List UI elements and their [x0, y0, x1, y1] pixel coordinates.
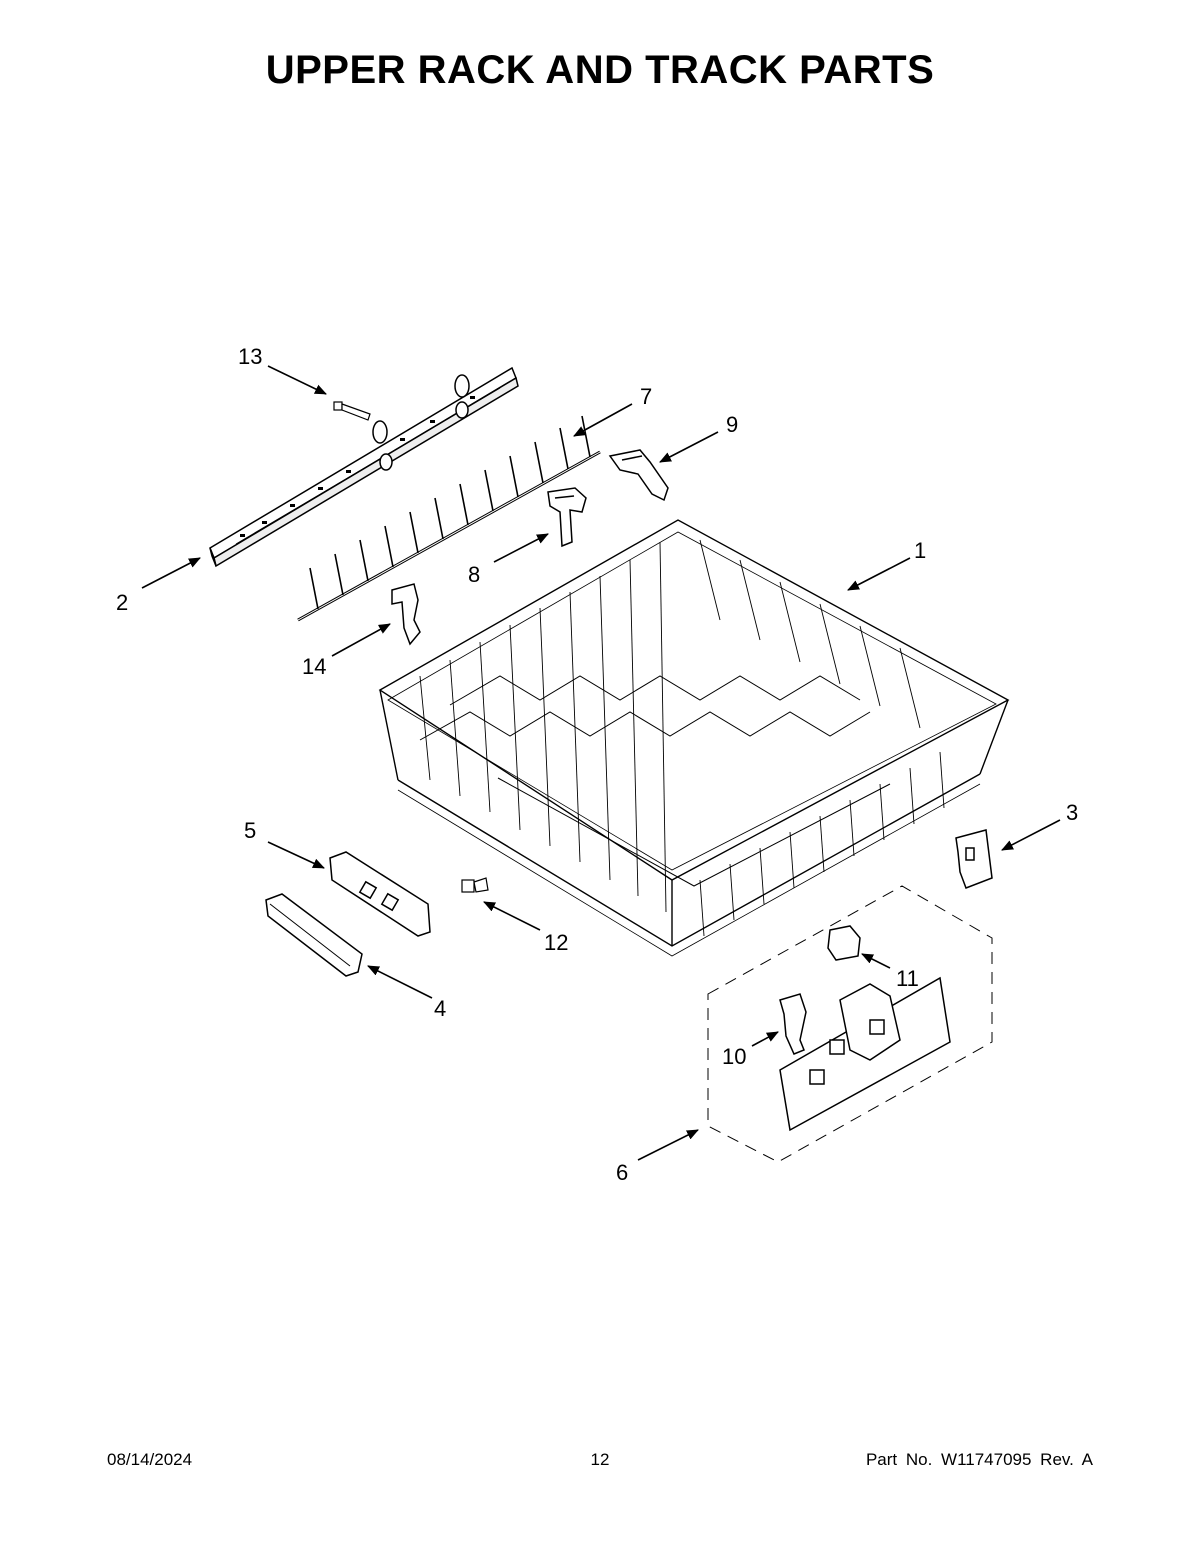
rack-stop-clip: [955, 829, 993, 889]
callout-6: 6: [616, 1160, 628, 1185]
track-rail: [209, 366, 519, 568]
adjuster-housing: [779, 976, 951, 1132]
callout-7: 7: [640, 384, 652, 409]
callout-11: 11: [896, 966, 919, 991]
upper-rack: [378, 519, 1010, 957]
callout-1: 1: [914, 538, 926, 563]
tine-row: [297, 415, 601, 622]
callout-8: 8: [468, 562, 480, 587]
footer-page-number: 12: [590, 1450, 610, 1469]
callout-13: 13: [238, 344, 262, 369]
tine-clip: [547, 487, 587, 548]
callout-4: 4: [434, 996, 446, 1021]
rack-handle-cover: [265, 893, 363, 977]
callout-2: 2: [116, 590, 128, 615]
tine-clip: [391, 583, 421, 646]
callout-9: 9: [726, 412, 738, 437]
callout-5: 5: [244, 818, 256, 843]
footer-part-number: Part No. W11747095 Rev. A: [865, 1450, 1093, 1469]
callout-3: 3: [1066, 800, 1078, 825]
adjuster-lever: [779, 993, 807, 1055]
adjuster-assembly-outline: [707, 885, 993, 1163]
callout-10: 10: [722, 1044, 746, 1069]
screw: [333, 401, 371, 421]
callout-14: 14: [302, 654, 326, 679]
rack-handle-base: [329, 851, 431, 937]
leader-arrows: [141, 365, 1061, 1161]
adjuster-button: [827, 925, 861, 961]
callout-12: 12: [544, 930, 568, 955]
handle-screw: [461, 877, 489, 893]
tine-clip: [608, 449, 669, 502]
page-title: UPPER RACK AND TRACK PARTS: [265, 48, 935, 92]
footer-date: 08/14/2024: [107, 1450, 193, 1469]
